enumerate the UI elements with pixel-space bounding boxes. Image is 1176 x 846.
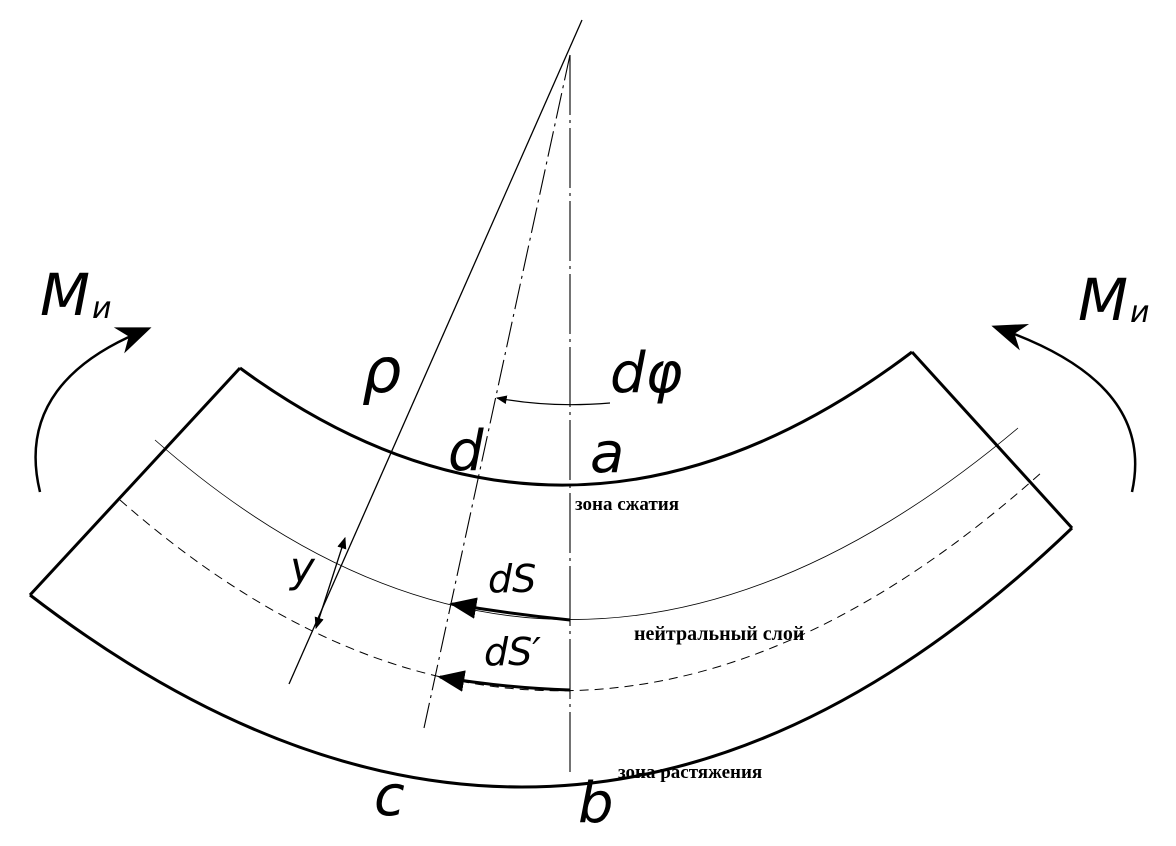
radial-line-rho — [288, 19, 583, 685]
dphi-label: dφ — [610, 341, 683, 406]
beam-left-end — [28, 366, 242, 597]
moment-sub-right: и — [1130, 295, 1150, 330]
point-b-label: b — [578, 771, 614, 836]
beam-outline — [28, 350, 1074, 789]
moment-label-right: M — [1078, 266, 1128, 334]
y-dimension-line — [314, 536, 347, 630]
zone-tension-label: зона растяжения — [618, 762, 762, 783]
dashed-layer-line — [119, 471, 1043, 692]
y-label: y — [288, 543, 316, 592]
ds-label: dS — [488, 557, 536, 601]
beam-right-end — [910, 350, 1074, 530]
neutral-layer-line — [154, 427, 1019, 620]
zone-compression-label: зона сжатия — [575, 494, 679, 515]
point-d-label: d — [448, 419, 484, 484]
ds-arc — [449, 597, 571, 622]
ds-prime-label: dS′ — [484, 630, 541, 674]
point-a-label: a — [590, 421, 624, 486]
point-c-label: c — [374, 764, 405, 829]
beam-bottom-edge — [29, 526, 1074, 789]
moment-arrow-left — [34, 327, 152, 493]
moment-arrow-right — [991, 323, 1137, 493]
rho-label: ρ — [362, 334, 401, 407]
dphi-angle-arc — [495, 395, 611, 406]
radial-line-dc — [423, 54, 571, 729]
neutral-layer-label: нейтральный слой — [634, 623, 804, 645]
ds-prime-arc — [437, 670, 571, 692]
beam-top-edge — [239, 350, 913, 487]
moment-sub-left: и — [92, 291, 112, 326]
moment-label-left: M — [40, 261, 90, 329]
